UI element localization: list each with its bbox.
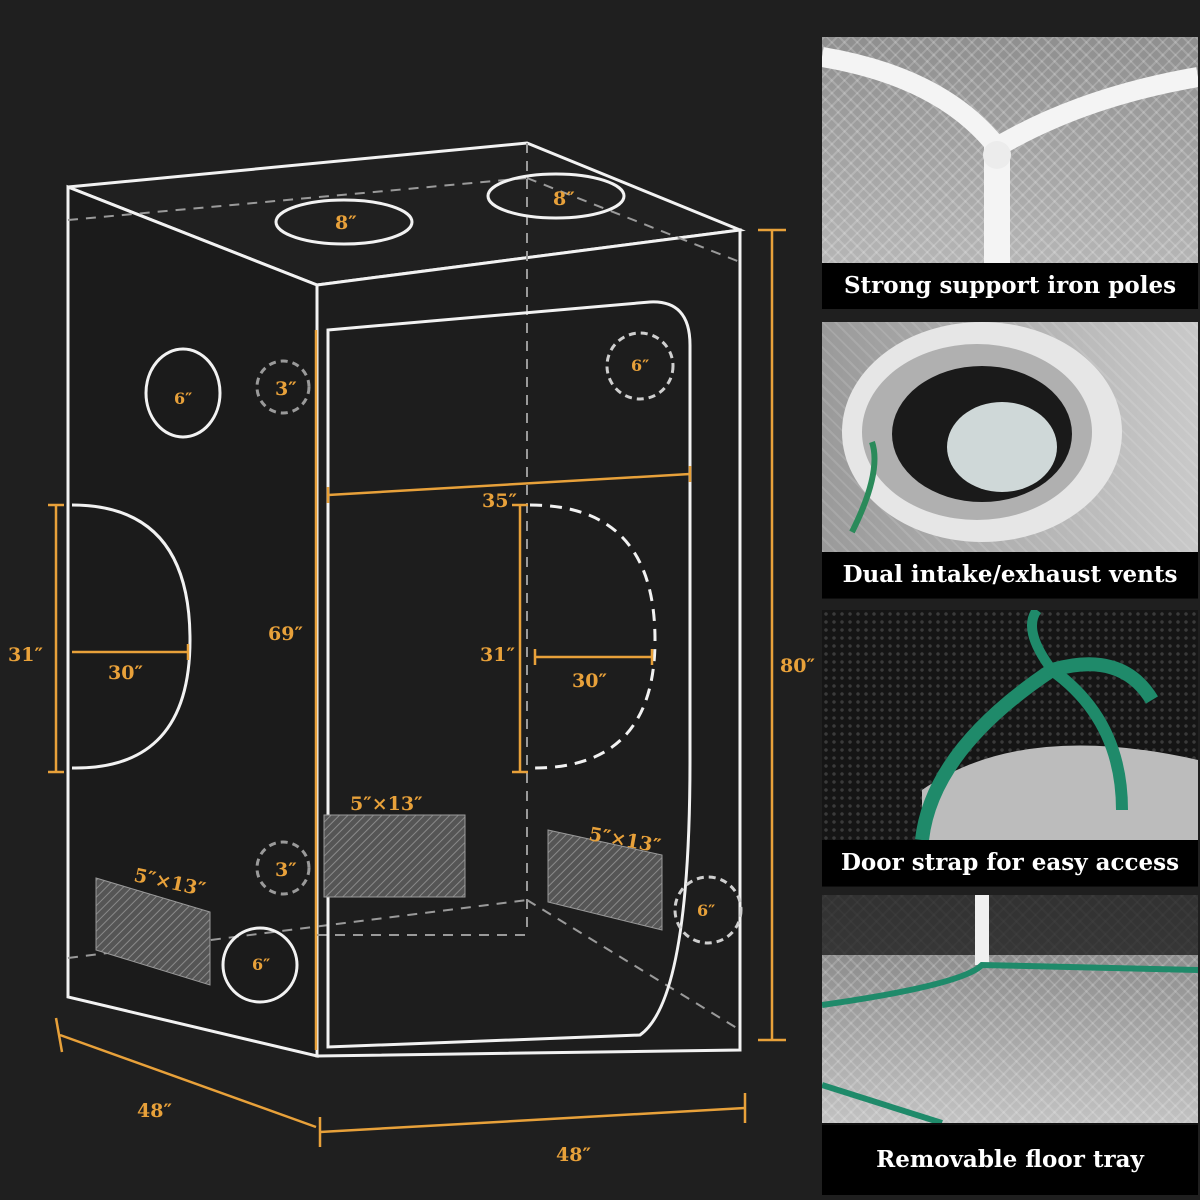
label-width-top: 35″ xyxy=(482,490,517,512)
feature-panel-floor-tray: Removable floor tray xyxy=(822,895,1198,1195)
top-vent-left xyxy=(274,198,414,246)
window-side-mesh xyxy=(95,877,211,986)
side-vent-3-lower xyxy=(255,840,311,896)
label-window-front: 5″×13″ xyxy=(350,793,423,815)
feature-panel-door-strap: Door strap for easy access xyxy=(822,610,1198,887)
vent-duct-photo xyxy=(822,322,1198,552)
side-vent-3-upper xyxy=(255,359,311,415)
label-width: 48″ xyxy=(556,1144,591,1166)
side-door-outline xyxy=(71,503,192,770)
floor-tray-photo xyxy=(822,895,1198,1123)
label-back-vent-6-lower: 6″ xyxy=(697,901,715,920)
support-poles-photo xyxy=(822,37,1198,263)
label-top-vent-right: 8″ xyxy=(553,188,575,210)
side-vent-6-bottom xyxy=(221,926,299,1004)
caption-floor-tray: Removable floor tray xyxy=(822,1125,1198,1195)
label-depth: 48″ xyxy=(137,1100,172,1122)
label-side-vent-6-bottom: 6″ xyxy=(252,955,270,974)
window-right-mesh xyxy=(547,829,663,931)
caption-support-poles: Strong support iron poles xyxy=(822,263,1198,309)
grow-tent-dimension-diagram: 8″ 8″ 6″ 3″ 3″ 6″ 6″ 6″ 35″ 69″ 80″ 31″ … xyxy=(8,141,815,1166)
back-vent-6-upper xyxy=(605,331,675,401)
label-side-vent-6: 6″ xyxy=(174,389,192,408)
label-back-door-height: 31″ xyxy=(480,644,515,666)
label-side-door-height: 31″ xyxy=(8,644,43,666)
label-back-vent-6-upper: 6″ xyxy=(631,356,649,375)
label-height-total: 80″ xyxy=(780,655,815,677)
feature-panel-support-poles: Strong support iron poles xyxy=(822,37,1198,309)
label-side-door-width: 30″ xyxy=(108,662,143,684)
caption-vents: Dual intake/exhaust vents xyxy=(822,552,1198,598)
feature-panel-vents: Dual intake/exhaust vents xyxy=(822,322,1198,599)
dimension-lines xyxy=(48,228,786,1147)
back-door-outline xyxy=(529,503,657,770)
window-front-mesh xyxy=(323,814,466,898)
label-side-vent-3-upper: 3″ xyxy=(275,378,297,400)
label-back-door-width: 30″ xyxy=(572,670,607,692)
door-strap-photo xyxy=(822,610,1198,840)
side-vent-6 xyxy=(144,347,222,439)
back-vent-6-lower xyxy=(673,875,743,945)
top-vent-right xyxy=(486,172,626,220)
label-side-vent-3-lower: 3″ xyxy=(275,859,297,881)
caption-door-strap: Door strap for easy access xyxy=(822,840,1198,886)
label-height-inner: 69″ xyxy=(268,623,303,645)
front-door-outline xyxy=(326,300,692,1049)
label-top-vent-left: 8″ xyxy=(335,212,357,234)
